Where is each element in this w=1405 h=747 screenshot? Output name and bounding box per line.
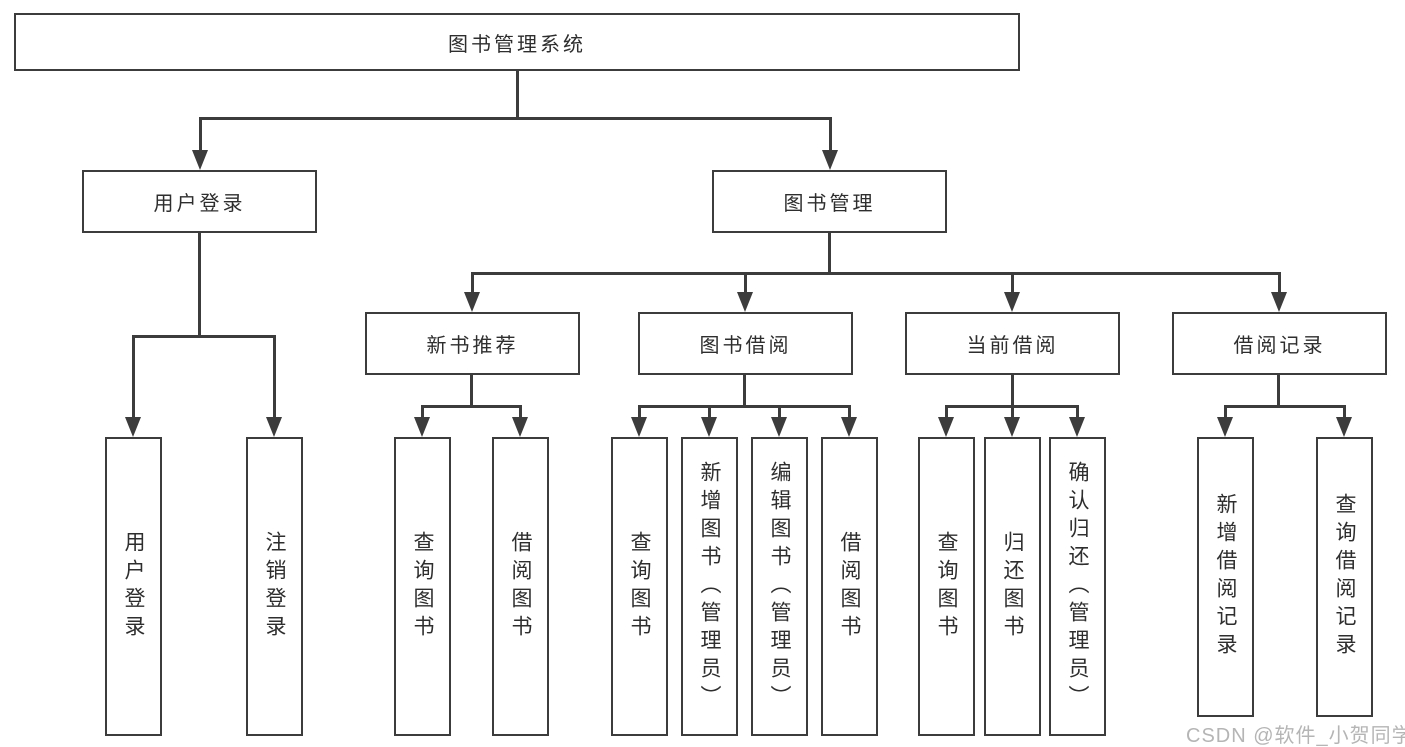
arrowhead-down-icon (1271, 292, 1287, 312)
leaf-query-books-c: 查询图书 (918, 437, 975, 736)
arrowhead-down-icon (125, 417, 141, 437)
leaf-user-login: 用户登录 (105, 437, 162, 736)
arrowhead-down-icon (771, 417, 787, 437)
node-borrowing-records: 借阅记录 (1172, 312, 1387, 375)
node-user-login-label: 用户登录 (153, 193, 246, 215)
leaf-add-books-admin-label: 新增图书（管理员） (698, 460, 722, 713)
arrowhead-down-icon (1004, 292, 1020, 312)
connector-line (1277, 375, 1280, 408)
leaf-add-borrow-record-label: 新增借阅记录 (1214, 493, 1238, 661)
leaf-add-borrow-record: 新增借阅记录 (1197, 437, 1254, 717)
node-book-borrowing-label: 图书借阅 (699, 335, 792, 357)
leaf-borrow-books-b: 借阅图书 (821, 437, 878, 736)
connector-line (516, 71, 519, 120)
arrowhead-down-icon (1217, 417, 1233, 437)
connector-line (638, 405, 850, 408)
node-current-borrowing: 当前借阅 (905, 312, 1120, 375)
arrowhead-down-icon (512, 417, 528, 437)
leaf-logout: 注销登录 (246, 437, 303, 736)
connector-line (848, 405, 851, 421)
arrowhead-down-icon (841, 417, 857, 437)
leaf-confirm-return-admin: 确认归还（管理员） (1049, 437, 1106, 736)
leaf-query-borrow-record-label: 查询借阅记录 (1333, 493, 1357, 661)
leaf-query-books-b-label: 查询图书 (628, 530, 652, 643)
leaf-query-books-a-label: 查询图书 (411, 530, 435, 643)
arrowhead-down-icon (701, 417, 717, 437)
connector-line (519, 405, 522, 421)
arrowhead-down-icon (1336, 417, 1352, 437)
arrowhead-down-icon (1004, 417, 1020, 437)
leaf-query-borrow-record: 查询借阅记录 (1316, 437, 1373, 717)
connector-line (1011, 375, 1014, 408)
leaf-query-books-a: 查询图书 (394, 437, 451, 736)
connector-line (638, 405, 641, 421)
leaf-return-books-label: 归还图书 (1001, 530, 1025, 643)
leaf-user-login-label: 用户登录 (122, 530, 146, 643)
leaf-query-books-b: 查询图书 (611, 437, 668, 736)
connector-line (132, 335, 276, 338)
leaf-query-books-c-label: 查询图书 (935, 530, 959, 643)
node-user-login: 用户登录 (82, 170, 317, 233)
connector-line (198, 233, 201, 337)
connector-line (273, 335, 276, 419)
node-borrowing-records-label: 借阅记录 (1233, 335, 1326, 357)
arrowhead-down-icon (1069, 417, 1085, 437)
node-book-management-label: 图书管理 (783, 193, 876, 215)
arrowhead-down-icon (266, 417, 282, 437)
leaf-confirm-return-admin-label: 确认归还（管理员） (1066, 460, 1090, 713)
leaf-borrow-books-a-label: 借阅图书 (509, 530, 533, 643)
connector-line (421, 405, 424, 421)
connector-line (1278, 272, 1281, 294)
node-new-book-recommendation: 新书推荐 (365, 312, 580, 375)
connector-line (778, 405, 781, 421)
connector-line (829, 117, 832, 152)
connector-line (1011, 272, 1014, 294)
node-book-borrowing: 图书借阅 (638, 312, 853, 375)
connector-line (708, 405, 711, 421)
arrowhead-down-icon (414, 417, 430, 437)
leaf-borrow-books-a: 借阅图书 (492, 437, 549, 736)
arrowhead-down-icon (464, 292, 480, 312)
node-current-borrowing-label: 当前借阅 (966, 335, 1059, 357)
connector-line (1224, 405, 1345, 408)
connector-line (744, 272, 747, 294)
node-root: 图书管理系统 (14, 13, 1020, 71)
connector-line (828, 233, 831, 275)
connector-line (1343, 405, 1346, 421)
leaf-edit-books-admin-label: 编辑图书（管理员） (768, 460, 792, 713)
node-root-label: 图书管理系统 (448, 33, 586, 56)
arrowhead-down-icon (938, 417, 954, 437)
connector-line (743, 375, 746, 408)
arrowhead-down-icon (631, 417, 647, 437)
arrowhead-down-icon (822, 150, 838, 170)
leaf-return-books: 归还图书 (984, 437, 1041, 736)
node-book-management: 图书管理 (712, 170, 947, 233)
connector-line (199, 117, 832, 120)
connector-line (132, 335, 135, 419)
leaf-logout-label: 注销登录 (263, 530, 287, 643)
connector-line (471, 272, 1281, 275)
leaf-edit-books-admin: 编辑图书（管理员） (751, 437, 808, 736)
connector-line (470, 375, 473, 408)
leaf-add-books-admin: 新增图书（管理员） (681, 437, 738, 736)
leaf-borrow-books-b-label: 借阅图书 (838, 530, 862, 643)
connector-line (421, 405, 522, 408)
arrowhead-down-icon (192, 150, 208, 170)
connector-line (945, 405, 948, 421)
watermark: CSDN @软件_小贺同学 (1186, 725, 1405, 747)
connector-line (199, 117, 202, 152)
connector-line (1076, 405, 1079, 421)
arrowhead-down-icon (737, 292, 753, 312)
connector-line (1224, 405, 1227, 421)
connector-line (471, 272, 474, 294)
connector-line (1011, 405, 1014, 421)
node-new-book-recommendation-label: 新书推荐 (426, 335, 519, 357)
